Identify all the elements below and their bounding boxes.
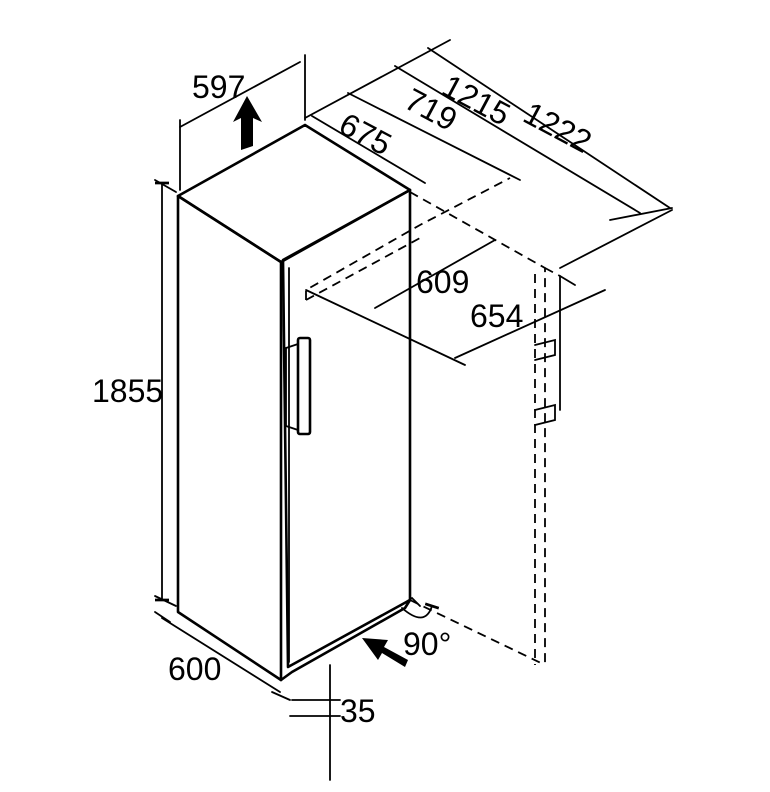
dim-height: 1855 — [92, 373, 163, 409]
side-panel — [176, 194, 283, 682]
air-inlet-arrow-icon — [362, 638, 408, 667]
open-door-outline — [305, 177, 576, 666]
dim-depth-door-open-total: 1222 — [518, 95, 598, 160]
dim-width-top: 597 — [192, 69, 245, 105]
dim-foot-height: 35 — [340, 693, 376, 729]
dim-depth-inner: 609 — [416, 264, 469, 300]
dimension-lines — [154, 39, 673, 781]
door-handle — [285, 336, 312, 436]
ventilation-up-arrow-icon — [233, 96, 262, 150]
door-angle-arc — [401, 602, 440, 619]
dim-depth-inner-handle: 654 — [470, 298, 523, 334]
plinth — [279, 598, 412, 682]
door — [281, 188, 412, 669]
dim-width-bottom: 600 — [168, 651, 221, 687]
dim-door-angle: 90° — [403, 626, 451, 662]
